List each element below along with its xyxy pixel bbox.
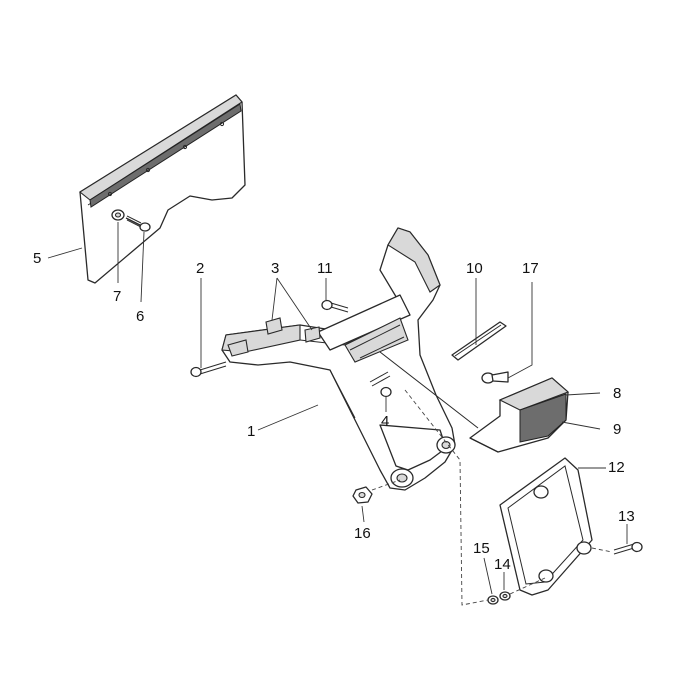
license-plate-holder-part-12 xyxy=(499,457,593,596)
screw-part-11 xyxy=(321,299,349,313)
assembly-path-line xyxy=(591,547,613,553)
light-unit-part-8-9 xyxy=(469,377,570,453)
assembly-path-line xyxy=(371,479,401,491)
callout-label-10: 10 xyxy=(466,260,483,277)
screw-part-13 xyxy=(613,541,643,555)
screw-part-2 xyxy=(190,361,227,378)
callout-label-17: 17 xyxy=(522,260,539,277)
screw-part-6 xyxy=(125,215,151,232)
washer-part-14 xyxy=(499,591,511,601)
callout-label-12: 12 xyxy=(608,459,625,476)
leader-lines xyxy=(47,222,628,595)
wire-line xyxy=(379,351,479,429)
nut-part-16 xyxy=(352,486,373,504)
callout-label-7: 7 xyxy=(113,288,121,305)
callout-label-8: 8 xyxy=(613,385,621,402)
clip-part-3 xyxy=(227,317,321,357)
bracket-part-1 xyxy=(221,227,456,491)
callout-label-6: 6 xyxy=(136,308,144,325)
callout-label-3: 3 xyxy=(271,260,279,277)
callout-label-16: 16 xyxy=(354,525,371,542)
callout-label-14: 14 xyxy=(494,556,511,573)
callout-label-5: 5 xyxy=(33,250,41,267)
washer-part-7 xyxy=(111,209,125,221)
bulb-part-17 xyxy=(481,371,509,384)
callout-label-2: 2 xyxy=(196,260,204,277)
callout-label-15: 15 xyxy=(473,540,490,557)
washer-part-15 xyxy=(487,595,499,605)
callout-label-9: 9 xyxy=(613,421,621,438)
reflector-part-10 xyxy=(451,321,507,361)
callout-label-4: 4 xyxy=(381,413,389,430)
mudflap-part xyxy=(79,94,246,284)
callout-label-11: 11 xyxy=(317,260,333,277)
callout-label-1: 1 xyxy=(247,423,255,440)
assembly-path-line xyxy=(404,389,489,606)
callout-label-13: 13 xyxy=(618,508,635,525)
